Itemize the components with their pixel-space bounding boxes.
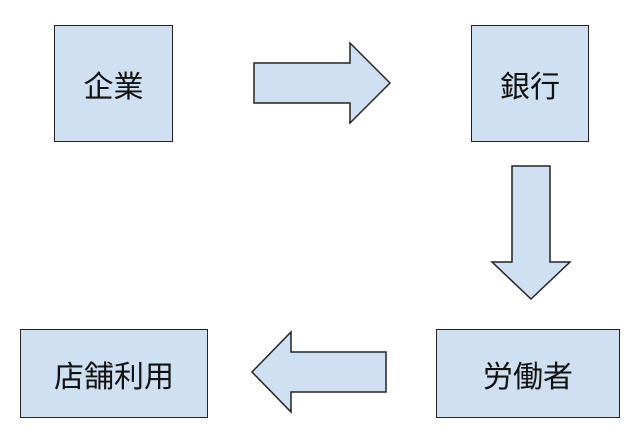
arrow-down-shape	[490, 165, 572, 301]
arrow-workers-to-store	[250, 330, 387, 414]
arrow-left-shape	[250, 330, 387, 414]
node-workers-label: 労働者	[483, 359, 573, 395]
node-company-label: 企業	[83, 69, 144, 105]
node-bank-label: 銀行	[500, 69, 560, 105]
node-workers: 労働者	[436, 329, 620, 418]
node-store: 店舗利用	[20, 329, 208, 418]
arrow-company-to-bank	[253, 41, 392, 125]
node-bank: 銀行	[471, 25, 589, 142]
arrow-right-shape	[253, 41, 392, 125]
arrow-bank-to-workers	[490, 165, 572, 301]
node-company: 企業	[54, 25, 173, 142]
node-store-label: 店舗利用	[54, 359, 174, 395]
